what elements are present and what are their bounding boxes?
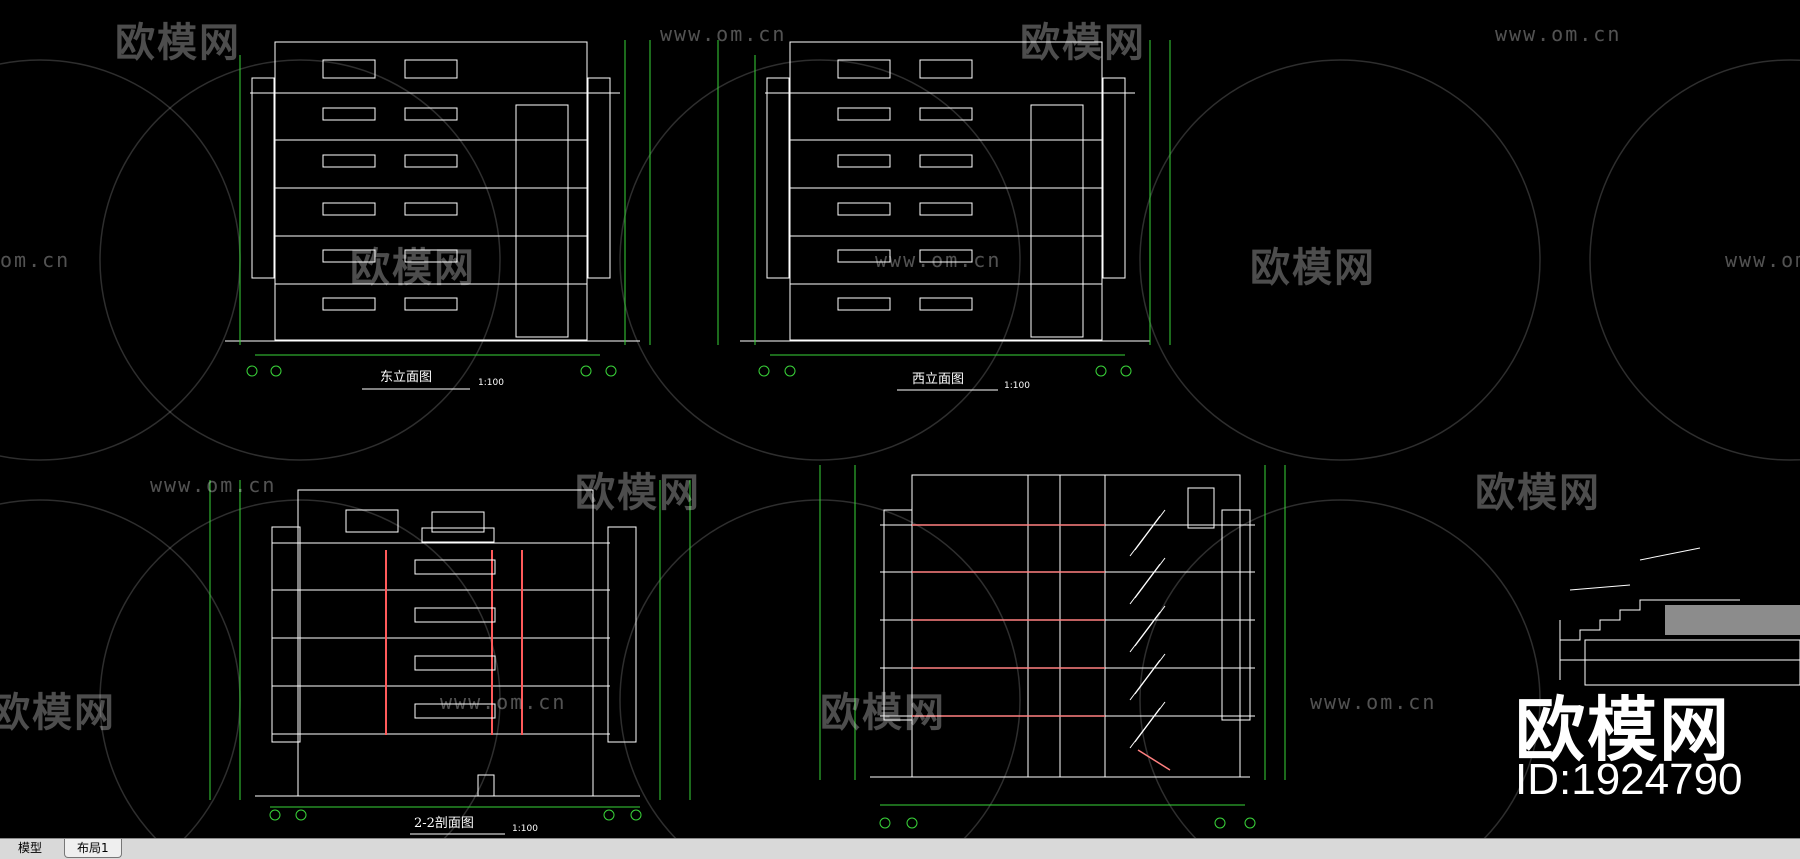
west-elevation-title: 西立面图 <box>912 372 965 387</box>
cad-drawing <box>0 40 1800 838</box>
section-2-2-title: 2-2剖面图 <box>414 816 474 831</box>
window <box>837 59 891 79</box>
window <box>404 154 458 168</box>
section-2-2 <box>255 489 640 797</box>
window <box>837 249 891 263</box>
watermark-url: om.cn <box>0 248 71 272</box>
detail-hatching <box>1665 605 1800 635</box>
watermark-logo: 欧模网 <box>575 470 701 516</box>
stair-flight <box>1129 515 1161 557</box>
east-elevation-title: 东立面图 <box>380 370 433 385</box>
ground-detail <box>1559 547 1800 686</box>
window <box>322 59 376 79</box>
section-1-1-dimensions <box>819 465 1286 806</box>
watermark-logo: 欧模网 <box>1020 20 1146 66</box>
stair-flight <box>1129 707 1161 749</box>
watermark-url: www.om.cn <box>1495 22 1622 46</box>
window <box>919 59 973 79</box>
watermark-url: www.om.cn <box>1310 690 1437 714</box>
west-elevation <box>740 41 1150 342</box>
window <box>837 202 891 216</box>
watermark-logo: 欧模网 <box>1475 470 1601 516</box>
east-elevation-windows <box>322 59 458 311</box>
balcony-railing <box>414 703 496 719</box>
window <box>919 107 973 121</box>
watermark-logo: 欧模网 <box>820 690 946 736</box>
window <box>919 202 973 216</box>
section-1-1-red-slabs <box>912 524 1171 771</box>
window <box>837 154 891 168</box>
watermark-logo: 欧模网 <box>115 20 241 66</box>
window <box>837 297 891 311</box>
section-dimensions <box>209 480 691 808</box>
watermark-logo: 欧模网 <box>1250 245 1376 291</box>
window <box>322 297 376 311</box>
watermark-url: www.om.cn <box>150 473 277 497</box>
window <box>404 249 458 263</box>
east-elevation <box>225 41 640 342</box>
tab-model[interactable]: 模型 <box>6 839 55 857</box>
watermark-url: www.om.cn <box>1725 248 1800 272</box>
section-2-2-scale: 1:100 <box>512 824 538 834</box>
watermark-logo: 欧模网 <box>350 245 476 291</box>
east-axis-markers <box>246 365 617 377</box>
window <box>919 297 973 311</box>
window <box>919 154 973 168</box>
balcony-railing <box>414 607 496 623</box>
window <box>322 202 376 216</box>
watermark-url: www.om.cn <box>440 690 567 714</box>
window <box>322 249 376 263</box>
section-balconies <box>414 559 496 719</box>
window <box>837 107 891 121</box>
east-elevation-scale: 1:100 <box>478 378 504 388</box>
window <box>322 154 376 168</box>
brand-stamp-title: 欧模网 <box>1515 689 1731 771</box>
section-axis-markers <box>269 809 642 821</box>
west-elevation-windows <box>837 59 973 311</box>
tab-layout1[interactable]: 布局1 <box>64 839 122 858</box>
cad-model-space[interactable]: 欧模网 欧模网 欧模网 欧模网 欧模网 欧模网 欧模网 欧模网 www.om.c… <box>0 0 1800 838</box>
window <box>919 249 973 263</box>
section-1-1-axis-markers <box>879 817 1256 829</box>
window <box>404 202 458 216</box>
stair-flight <box>1129 563 1161 605</box>
stair-flights <box>1129 509 1166 749</box>
balcony-railing <box>414 559 496 575</box>
watermark-logo: 欧模网 <box>0 690 116 736</box>
watermark-circles <box>0 59 1800 838</box>
brand-stamp-id: ID:1924790 <box>1515 755 1743 804</box>
east-dimensions <box>239 40 651 356</box>
balcony-railing <box>414 655 496 671</box>
west-axis-markers <box>758 365 1132 377</box>
west-elevation-scale: 1:100 <box>1004 381 1030 391</box>
window <box>322 107 376 121</box>
watermark-url: www.om.cn <box>660 22 787 46</box>
watermark-url: www.om.cn <box>875 248 1002 272</box>
stair-flight <box>1129 611 1161 653</box>
window <box>404 107 458 121</box>
layout-tab-bar: 模型 布局1 <box>0 838 1800 859</box>
stair-flight <box>1129 659 1161 701</box>
west-dimensions <box>717 40 1171 356</box>
window <box>404 59 458 79</box>
window <box>404 297 458 311</box>
